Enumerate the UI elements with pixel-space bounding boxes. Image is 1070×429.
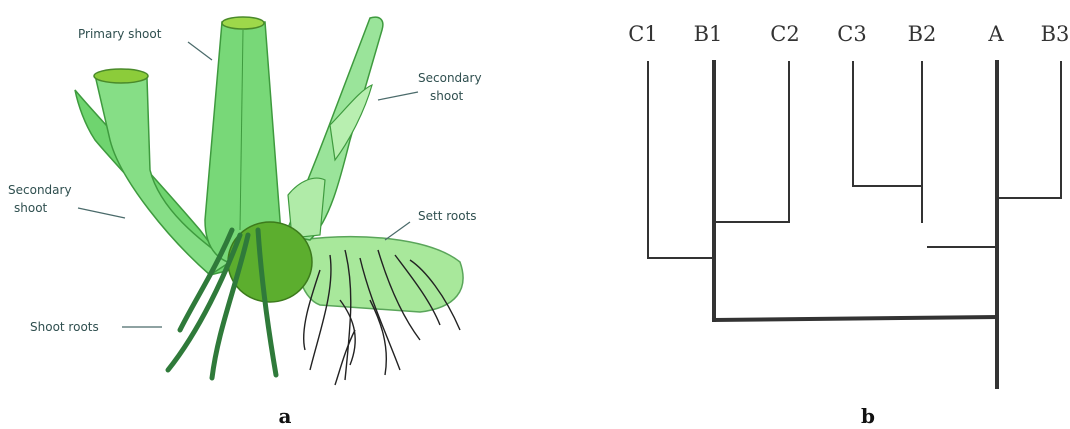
- caption-a: a: [279, 404, 292, 428]
- label-primary-shoot: Primary shoot: [78, 27, 162, 41]
- leaf-label-b2: B2: [908, 22, 937, 46]
- leaf-label-c2: C2: [770, 22, 799, 46]
- caption-b: b: [861, 404, 875, 428]
- label-secondary-shoot-right-line2: shoot: [430, 89, 464, 103]
- leaf-label-c3: C3: [837, 22, 866, 46]
- shoot-roots-group: [168, 230, 276, 378]
- sugarcane-sett-drawing: Primary shoot Secondary shoot Secondary …: [0, 0, 560, 429]
- primary-shoot-cut-top: [222, 17, 264, 29]
- leaf-label-b1: B1: [694, 22, 723, 46]
- label-sett-roots: Sett roots: [418, 209, 477, 223]
- label-secondary-shoot-right-line1: Secondary: [418, 71, 482, 85]
- panel-b-dendrogram: C1 B1 C2 C3 B2 A B3: [560, 0, 1070, 429]
- label-shoot-roots: Shoot roots: [30, 320, 99, 334]
- dendrogram-svg: C1 B1 C2 C3 B2 A B3: [560, 0, 1070, 429]
- leaf-label-b3: B3: [1041, 22, 1070, 46]
- sett-stem: [297, 237, 463, 312]
- join-root: [714, 317, 997, 320]
- leaf-label-c1: C1: [628, 22, 657, 46]
- label-secondary-shoot-left-line1: Secondary: [8, 183, 72, 197]
- panel-a-sugarcane-illustration: Primary shoot Secondary shoot Secondary …: [0, 0, 560, 429]
- label-secondary-shoot-left-line2: shoot: [14, 201, 48, 215]
- dendrogram-branches: [648, 62, 1061, 387]
- left-shoot-cut-top: [94, 69, 148, 83]
- leaf-label-a: A: [987, 22, 1004, 46]
